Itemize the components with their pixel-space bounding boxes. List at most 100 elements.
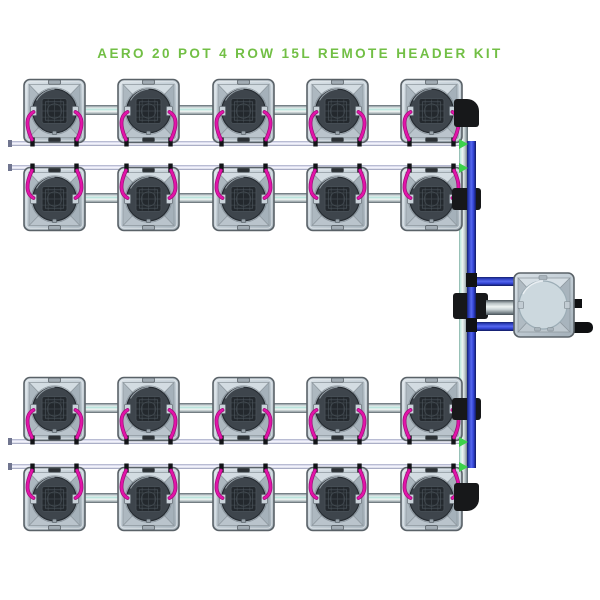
tube-connector: [219, 137, 224, 147]
lid-tab-top: [331, 167, 344, 173]
lid-tab-bottom: [142, 225, 155, 231]
return-manifold-pipe: [467, 141, 476, 468]
tube-connector: [168, 463, 173, 473]
sprayer-tubes-bottom: [119, 408, 178, 445]
sprayer-tubes-top: [214, 163, 273, 200]
sprayer-tube-left: [215, 169, 224, 200]
tube-connector: [357, 163, 362, 173]
pot-2-3: [212, 163, 275, 235]
sprayer-tube-right: [357, 408, 366, 439]
return-line-row-1: [8, 140, 466, 147]
sprayer-tubes-top: [308, 463, 367, 500]
sprayer-tube-right: [168, 408, 177, 439]
sprayer-tube-right: [74, 408, 83, 439]
tube-connector: [263, 463, 268, 473]
tank-return-pipe-top: [475, 277, 515, 286]
lid-tab-top: [142, 79, 155, 85]
tube-connector: [407, 463, 412, 473]
lid-tab-top: [237, 167, 250, 173]
lid-tab-top: [48, 167, 61, 173]
lid-tab-bottom: [425, 137, 438, 143]
lid-tab-bottom: [331, 435, 344, 441]
lid-tab-bottom: [425, 435, 438, 441]
pot-2-2: [117, 163, 180, 235]
tank-return-pipe-bottom: [475, 322, 515, 331]
sprayer-tubes-bottom: [402, 408, 461, 445]
tube-connector: [168, 163, 173, 173]
tube-connector: [124, 435, 129, 445]
sprayer-tube-left: [120, 110, 129, 141]
tube-connector: [30, 463, 35, 473]
lid-tab-top: [48, 377, 61, 383]
tube-connector: [313, 435, 318, 445]
pot-3-3: [212, 373, 275, 445]
tube-connector: [74, 463, 79, 473]
tank-port-icon: [573, 299, 582, 308]
lid-tab-top: [425, 377, 438, 383]
sprayer-tube-right: [263, 110, 272, 141]
sprayer-tube-left: [120, 408, 129, 439]
pot-4-1: [23, 463, 86, 535]
tube-connector: [74, 435, 79, 445]
sprayer-tube-left: [403, 469, 412, 500]
sprayer-tube-left: [215, 469, 224, 500]
sprayer-tubes-bottom: [214, 110, 273, 147]
kit-title: AERO 20 POT 4 ROW 15L REMOTE HEADER KIT: [97, 46, 503, 61]
sprayer-tube-right: [74, 110, 83, 141]
sprayer-tube-left: [26, 169, 35, 200]
tube-connector: [30, 163, 35, 173]
sprayer-tube-left: [309, 169, 318, 200]
pot-2-1: [23, 163, 86, 235]
tube-connector: [313, 163, 318, 173]
sprayer-tubes-bottom: [214, 408, 273, 445]
elbow-fitting-bottom: [454, 483, 479, 511]
tube-connector: [313, 463, 318, 473]
sprayer-tube-right: [74, 169, 83, 200]
lid-tab-bottom: [331, 525, 344, 531]
lid-tab-bottom: [48, 435, 61, 441]
sprayer-tube-left: [309, 110, 318, 141]
lid-tab-top: [331, 467, 344, 473]
flow-arrow-row-1: [459, 138, 468, 149]
tube-connector: [313, 137, 318, 147]
tube-connector: [30, 137, 35, 147]
lid-tab-bottom: [48, 225, 61, 231]
tube-connector: [357, 435, 362, 445]
return-line-row-3: [8, 438, 466, 445]
pot-1-4: [306, 75, 369, 147]
sprayer-tubes-top: [25, 163, 84, 200]
lid-tab-bottom: [425, 225, 438, 231]
lid-tab-top: [237, 79, 250, 85]
sprayer-tube-right: [263, 169, 272, 200]
tube-connector: [451, 463, 456, 473]
pot-1-3: [212, 75, 275, 147]
sprayer-tube-left: [120, 169, 129, 200]
pot-3-4: [306, 373, 369, 445]
tube-connector: [219, 463, 224, 473]
lid-tab-top: [48, 79, 61, 85]
tube-connector: [263, 163, 268, 173]
lid-tab-bottom: [237, 225, 250, 231]
lid-tab-top: [237, 467, 250, 473]
sprayer-tube-left: [403, 169, 412, 200]
return-line-row-4: [8, 463, 466, 470]
sprayer-tubes-bottom: [25, 408, 84, 445]
lid-tab-bottom: [142, 525, 155, 531]
tube-connector: [263, 435, 268, 445]
tube-connector: [407, 435, 412, 445]
sprayer-tube-right: [263, 408, 272, 439]
sprayer-tubes-bottom: [119, 110, 178, 147]
sprayer-tubes-bottom: [308, 110, 367, 147]
sprayer-tube-right: [263, 469, 272, 500]
sprayer-tube-left: [215, 408, 224, 439]
lid-tab-bottom: [331, 225, 344, 231]
tube-connector: [124, 137, 129, 147]
sprayer-tubes-top: [308, 163, 367, 200]
tube-connector: [74, 137, 79, 147]
sprayer-tube-left: [26, 469, 35, 500]
pot-4-4: [306, 463, 369, 535]
pot-2-4: [306, 163, 369, 235]
lid-tab-top: [331, 79, 344, 85]
lid-tab-top: [425, 79, 438, 85]
